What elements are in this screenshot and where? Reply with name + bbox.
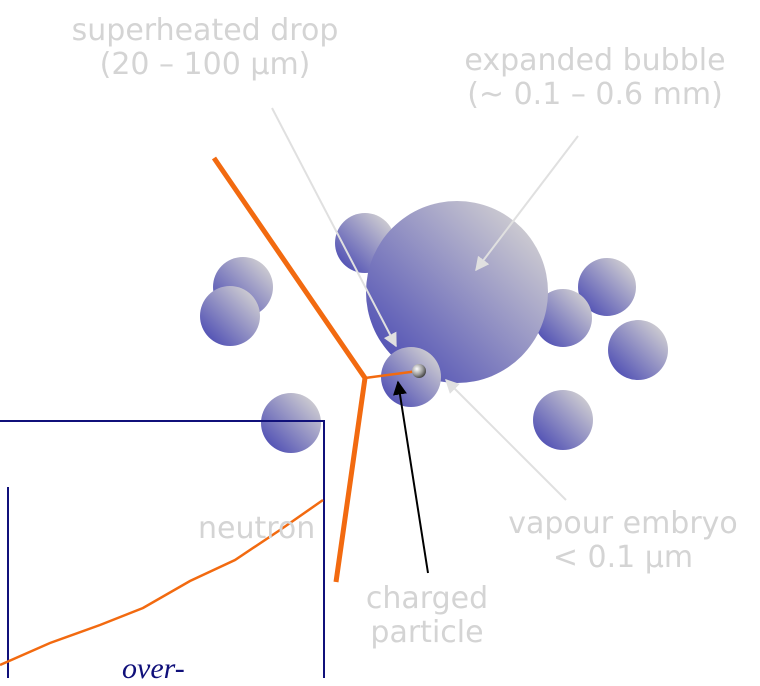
vapour-embryo-label: vapour embryo < 0.1 µm <box>478 507 760 575</box>
recoil-track <box>364 369 419 380</box>
superheated-drop <box>381 347 441 407</box>
charged-particle-line1: charged <box>365 581 489 616</box>
vapour-embryo-size: < 0.1 µm <box>552 540 694 575</box>
inset-frame <box>0 420 325 678</box>
drop <box>534 289 592 347</box>
vapour-embryo-title: vapour embryo <box>508 506 738 541</box>
charged-particle-label: charged particle <box>352 582 502 650</box>
particle-pointer-arrow <box>393 380 429 574</box>
bubble-pointer-arrow <box>475 135 579 272</box>
expanded-bubble <box>366 201 548 383</box>
expanded-bubble-size: (~ 0.1 – 0.6 mm) <box>467 77 723 112</box>
inset-text: over- <box>122 652 185 685</box>
drop <box>200 286 260 346</box>
inset-curve <box>0 498 324 667</box>
drop <box>261 393 321 453</box>
charged-particle-line2: particle <box>370 615 484 650</box>
expanded-bubble-label: expanded bubble (~ 0.1 – 0.6 mm) <box>420 44 760 112</box>
superheated-drop-label: superheated drop (20 – 100 µm) <box>30 14 380 82</box>
drop <box>533 390 593 450</box>
neutron-label: neutron <box>198 511 316 546</box>
embryo-pointer-arrow <box>445 379 567 501</box>
drop-pointer-arrow <box>271 107 397 348</box>
superheated-drop-size: (20 – 100 µm) <box>99 47 311 82</box>
drop <box>608 320 668 380</box>
expanded-bubble-title: expanded bubble <box>464 43 726 78</box>
superheated-drop-title: superheated drop <box>71 13 339 48</box>
drop <box>578 258 636 316</box>
vapour-embryo <box>412 364 426 378</box>
